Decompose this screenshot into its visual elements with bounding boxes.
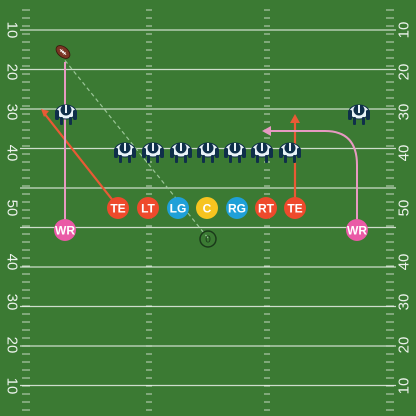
- yard-number: 20: [396, 64, 413, 81]
- yard-number: 40: [4, 145, 21, 162]
- yard-number: 10: [396, 22, 413, 39]
- player-label: LG: [170, 202, 187, 216]
- player-label: LT: [141, 202, 155, 216]
- defender-icon: [278, 142, 302, 164]
- yard-number: 40: [4, 254, 21, 271]
- field-lines: [20, 9, 396, 411]
- yard-number: 20: [4, 64, 21, 81]
- player-lg[interactable]: LG: [167, 197, 189, 219]
- yard-number: 10: [4, 22, 21, 39]
- player-label: 0: [205, 235, 211, 246]
- yard-number: 40: [396, 254, 413, 271]
- defender-icon: [169, 142, 193, 164]
- player-label: WR: [55, 224, 75, 238]
- player-label: WR: [347, 224, 367, 238]
- player-label: TE: [287, 202, 302, 216]
- yard-number: 30: [4, 104, 21, 121]
- yard-number: 20: [396, 337, 413, 354]
- yard-number: 40: [396, 145, 413, 162]
- player-rg[interactable]: RG: [226, 197, 248, 219]
- player-rt[interactable]: RT: [255, 197, 277, 219]
- player-lt[interactable]: LT: [137, 197, 159, 219]
- player-qb[interactable]: 0: [199, 230, 217, 248]
- defender-icon: [250, 142, 274, 164]
- yard-number: 30: [396, 104, 413, 121]
- player-label: C: [203, 202, 212, 216]
- te-left-arrow: [41, 109, 49, 117]
- defenders: [54, 104, 371, 164]
- player-wr-left[interactable]: WR: [54, 219, 76, 241]
- yard-number: 50: [4, 200, 21, 217]
- player-wr-right[interactable]: WR: [346, 219, 368, 241]
- wr-right-route: [268, 130, 358, 230]
- defender-icon: [347, 104, 371, 126]
- defender-icon: [196, 142, 220, 164]
- football-icon: [55, 45, 71, 59]
- defender-icon: [223, 142, 247, 164]
- wr-right-arrow: [262, 126, 271, 136]
- defender-icon: [113, 142, 137, 164]
- yard-number: 20: [4, 337, 21, 354]
- player-te-left[interactable]: TE: [107, 197, 129, 219]
- player-label: TE: [110, 202, 125, 216]
- yard-number: 10: [4, 378, 21, 395]
- player-label: RG: [228, 202, 246, 216]
- yard-number: 30: [4, 294, 21, 311]
- yard-number: 30: [396, 294, 413, 311]
- te-right-arrow: [290, 114, 300, 123]
- player-label: RT: [258, 202, 275, 216]
- yard-number: 10: [396, 378, 413, 395]
- yard-number: 50: [396, 200, 413, 217]
- offensive-players: TE LT LG C RG RT TE WR: [54, 197, 368, 248]
- player-c[interactable]: C: [196, 197, 218, 219]
- player-te-right[interactable]: TE: [284, 197, 306, 219]
- yard-numbers: 10 20 30 40 50 40 30 20 10 10 20 30 40 50 40 30 20 10: [4, 22, 413, 395]
- te-left-route: [43, 112, 119, 208]
